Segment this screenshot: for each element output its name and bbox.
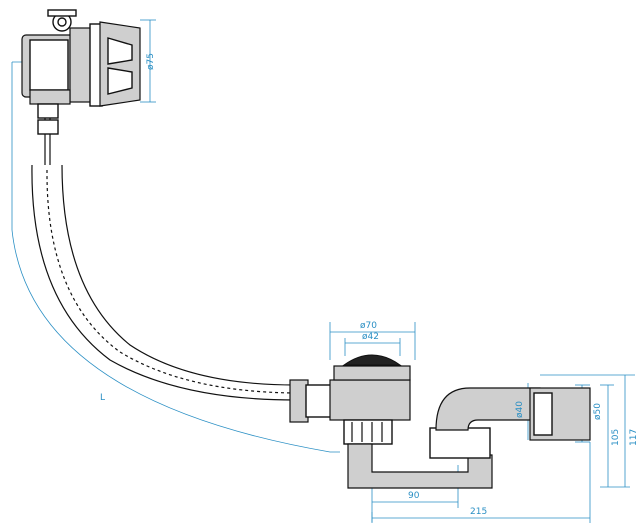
flexible-hose — [31, 118, 296, 401]
label-105: 105 — [611, 429, 621, 446]
overflow-head — [21, 9, 141, 119]
label-d40: ø40 — [515, 401, 525, 418]
dimension-labels: ø75 ø70 ø42 ø40 ø50 105 117 90 215 L — [100, 53, 639, 517]
label-117: 117 — [629, 429, 639, 446]
waste-body — [289, 354, 591, 489]
label-d50: ø50 — [593, 403, 603, 420]
label-d42: ø42 — [362, 332, 379, 342]
label-215: 215 — [470, 507, 487, 517]
label-length: L — [100, 393, 105, 403]
label-90: 90 — [408, 491, 420, 501]
label-d70: ø70 — [360, 321, 377, 331]
label-d75: ø75 — [146, 53, 156, 70]
length-arc — [11, 62, 340, 453]
